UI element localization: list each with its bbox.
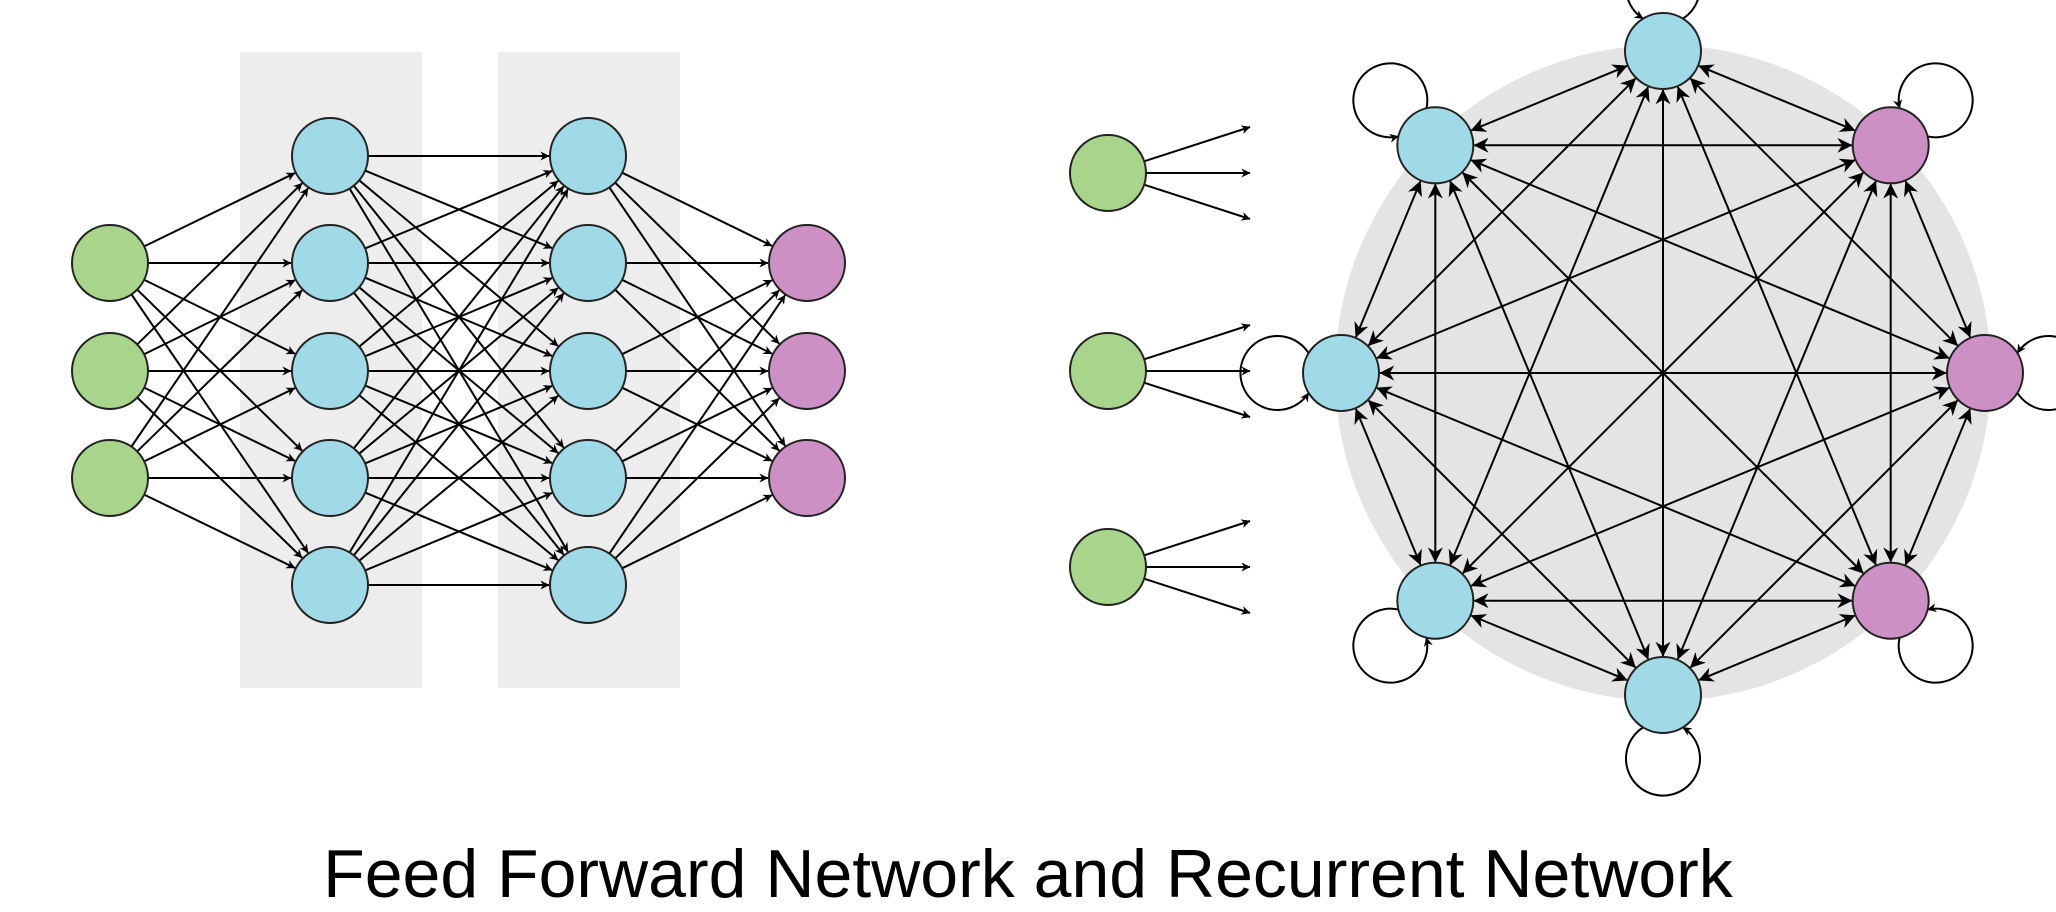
recurrent-connections [1354, 64, 1972, 682]
feed-forward-edge [608, 294, 786, 555]
feed-forward-edge [358, 180, 559, 348]
feed-forward-edge [621, 279, 773, 356]
recurrent-edge [1354, 180, 1422, 338]
self-loop-6 [1352, 607, 1433, 684]
ff-hidden-node-L2-1 [291, 117, 369, 195]
feed-forward-edge [136, 182, 303, 346]
feed-forward-edge [621, 494, 773, 570]
feed-forward-connections [130, 151, 786, 590]
feed-forward-edge [364, 170, 553, 250]
feed-forward-edge [352, 292, 565, 556]
rnn-hidden-node-5 [1624, 656, 1702, 734]
recurrent-edge [1470, 64, 1628, 132]
ff-hidden-node-L3-2 [549, 224, 627, 302]
ff-hidden-node-L2-5 [291, 546, 369, 624]
rnn-input-node-2 [1069, 332, 1147, 410]
feed-forward-edge [614, 397, 780, 560]
feed-forward-edge [352, 185, 565, 449]
rnn-output-node-2 [1851, 106, 1930, 185]
rnn-input-node-3 [1069, 528, 1147, 606]
ff-hidden-node-L3-5 [549, 546, 627, 624]
feed-forward-edge [136, 289, 303, 453]
ff-hidden-node-L3-4 [549, 439, 627, 517]
rnn-hidden-node-6 [1396, 561, 1475, 640]
ff-hidden-node-L2-4 [291, 439, 369, 517]
ff-hidden-node-L3-1 [549, 117, 627, 195]
self-loop-5 [1625, 726, 1701, 797]
ff-input-node-L1-1 [71, 224, 149, 302]
rnn-hidden-node-1 [1624, 12, 1702, 90]
rnn-output-node-4 [1851, 561, 1930, 640]
recurrent-input-edge [1143, 519, 1251, 557]
feed-forward-edge [143, 172, 296, 248]
ff-output-node-L4-1 [768, 224, 846, 302]
rnn-input-node-1 [1069, 134, 1147, 212]
recurrent-input-edge [1143, 381, 1251, 419]
self-loop-7 [1239, 335, 1310, 411]
recurrent-edge [1354, 408, 1422, 566]
ff-input-node-L1-3 [71, 439, 149, 517]
rnn-hidden-node-7 [1302, 334, 1380, 412]
ff-output-node-L4-3 [768, 439, 846, 517]
feed-forward-edge [130, 187, 309, 448]
recurrent-input-connections [1143, 125, 1251, 615]
feed-forward-edge [358, 395, 559, 562]
feed-forward-edge [143, 387, 296, 463]
ff-output-node-L4-2 [768, 332, 846, 410]
rnn-hidden-node-8 [1396, 106, 1475, 185]
recurrent-input-edge [1143, 577, 1251, 615]
ff-hidden-node-L3-3 [549, 332, 627, 410]
rnn-output-node-3 [1946, 334, 2024, 412]
feed-forward-edge [143, 493, 296, 569]
self-loop-8 [1352, 62, 1429, 143]
recurrent-input-edge [1143, 183, 1251, 221]
ff-hidden-node-L2-2 [291, 224, 369, 302]
feed-forward-edge [621, 171, 773, 247]
network-nodes [71, 12, 2024, 734]
recurrent-input-edge [1143, 323, 1251, 361]
recurrent-edge [1448, 180, 1650, 660]
ff-input-node-L1-2 [71, 332, 149, 410]
feed-forward-edge [614, 289, 780, 453]
recurrent-input-edge [1143, 125, 1251, 163]
ff-hidden-node-L2-3 [291, 332, 369, 410]
feed-forward-edge [364, 492, 553, 572]
self-loop-3 [2016, 335, 2056, 411]
self-loop-4 [1897, 603, 1974, 684]
feed-forward-edge [348, 188, 569, 553]
recurrent-self-loops [1239, 0, 2056, 797]
diagram-caption: Feed Forward Network and Recurrent Netwo… [323, 836, 1733, 912]
self-loop-2 [1893, 62, 1974, 139]
recurrent-edge [1698, 614, 1856, 682]
